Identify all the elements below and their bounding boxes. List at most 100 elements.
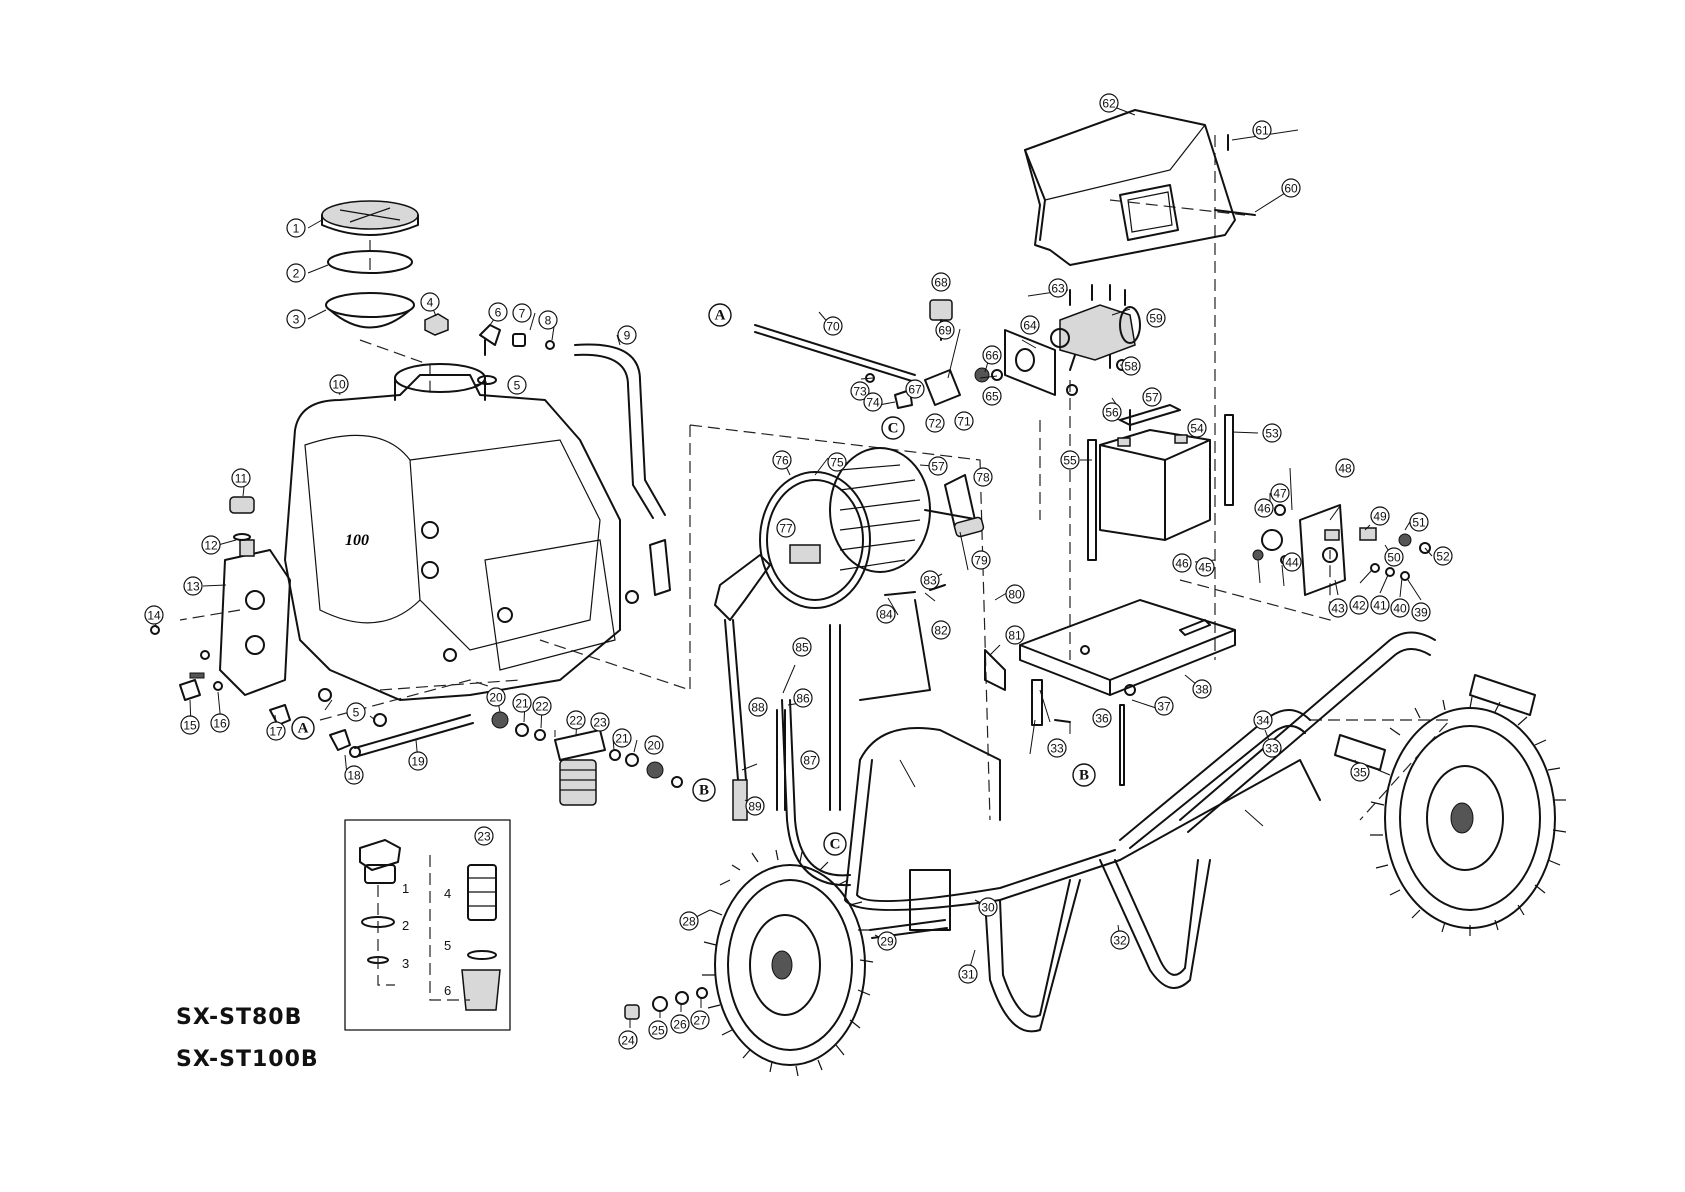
part-callout-22: 22 <box>566 710 586 730</box>
part-callout-21: 21 <box>612 728 632 748</box>
part-callout-78: 78 <box>973 467 993 487</box>
part-callout-label: 86 <box>796 692 810 706</box>
connector-letter-label: A <box>715 308 726 324</box>
connector-letter-c: C <box>823 832 847 856</box>
part-callout-2: 2 <box>286 263 306 283</box>
part-callout-label: 49 <box>1373 510 1387 524</box>
cover-screws <box>1214 134 1256 216</box>
part-callout-label: 44 <box>1285 556 1299 570</box>
part-callout-51: 51 <box>1409 512 1429 532</box>
platform-brackets <box>984 649 1136 786</box>
part-callout-label: 62 <box>1102 97 1116 111</box>
part-callout-label: 18 <box>347 769 361 783</box>
part-callout-label: 30 <box>981 901 995 915</box>
part-callout-89: 89 <box>745 796 765 816</box>
part-callout-54: 54 <box>1187 418 1207 438</box>
part-callout-label: 69 <box>938 324 952 338</box>
connector-letter-a: A <box>291 716 315 740</box>
part-callout-label: 80 <box>1008 588 1022 602</box>
part-callout-label: 45 <box>1198 561 1212 575</box>
part-callout-label: 8 <box>545 314 552 328</box>
part-callout-30: 30 <box>978 897 998 917</box>
part-callout-label: 50 <box>1387 551 1401 565</box>
part-callout-label: 59 <box>1149 312 1163 326</box>
part-callout-11: 11 <box>231 468 251 488</box>
part-callout-label: 67 <box>908 383 922 397</box>
part-callout-45: 45 <box>1195 557 1215 577</box>
part-callout-20: 20 <box>486 687 506 707</box>
part-callout-label: 24 <box>621 1034 635 1048</box>
part-callout-74: 74 <box>863 392 883 412</box>
connector-letter-c: C <box>881 416 905 440</box>
mounting-platform <box>1019 599 1236 696</box>
part-callout-67: 67 <box>905 379 925 399</box>
part-callout-64: 64 <box>1020 315 1040 335</box>
connector-letter-label: C <box>888 421 899 437</box>
part-callout-label: 41 <box>1373 599 1387 613</box>
part-callout-label: 14 <box>147 609 161 623</box>
part-callout-label: 75 <box>830 456 844 470</box>
trolley-frame <box>844 727 1321 1033</box>
left-wheel-hardware <box>624 987 708 1020</box>
part-callout-46: 46 <box>1254 498 1274 518</box>
suction-hose <box>574 343 666 519</box>
part-callout-35: 35 <box>1350 762 1370 782</box>
assembly-dashed-lines <box>179 135 1452 821</box>
inset-label-2: 2 <box>402 918 409 933</box>
part-callout-label: 9 <box>624 329 631 343</box>
part-callout-4: 4 <box>420 292 440 312</box>
part-callout-label: 77 <box>779 522 793 536</box>
part-callout-40: 40 <box>1390 598 1410 618</box>
part-callout-label: 33 <box>1265 742 1279 756</box>
part-callout-58: 58 <box>1121 356 1141 376</box>
part-callout-62: 62 <box>1099 93 1119 113</box>
inset-callout: 23 <box>474 826 494 846</box>
part-callout-label: 10 <box>332 378 346 392</box>
pump-mounting-plate <box>1004 329 1056 396</box>
part-callout-9: 9 <box>617 325 637 345</box>
part-callout-66: 66 <box>982 345 1002 365</box>
filter-detail-inset: 1 2 3 4 5 6 <box>344 819 511 1031</box>
part-callout-33: 33 <box>1262 738 1282 758</box>
main-tank: 100 <box>284 363 621 701</box>
part-callout-48: 48 <box>1335 458 1355 478</box>
battery-rods <box>1087 414 1234 561</box>
part-callout-8: 8 <box>538 310 558 330</box>
part-callout-19: 19 <box>408 751 428 771</box>
part-callout-label: 27 <box>693 1014 707 1028</box>
part-callout-label: 23 <box>593 716 607 730</box>
part-callout-label: 82 <box>934 624 948 638</box>
part-callout-10: 10 <box>329 374 349 394</box>
part-callout-label: 73 <box>853 385 867 399</box>
part-callout-31: 31 <box>958 964 978 984</box>
battery <box>1099 429 1211 541</box>
hose-reel <box>759 447 981 609</box>
part-callout-label: 47 <box>1273 487 1287 501</box>
part-callout-12: 12 <box>201 535 221 555</box>
part-callout-47: 47 <box>1270 483 1290 503</box>
part-callout-55: 55 <box>1060 450 1080 470</box>
inset-label-3: 3 <box>402 956 409 971</box>
reel-crank <box>944 474 985 538</box>
part-callout-label: 74 <box>866 396 880 410</box>
filter-side-fittings <box>491 711 683 788</box>
part-callout-22: 22 <box>532 696 552 716</box>
part-callout-label: 81 <box>1008 629 1022 643</box>
part-callout-label: 1 <box>293 222 300 236</box>
part-callout-label: 16 <box>213 717 227 731</box>
part-callout-84: 84 <box>876 604 896 624</box>
right-wheel <box>1370 696 1567 936</box>
battery-hold-down <box>1119 404 1181 431</box>
part-callout-label: 17 <box>269 725 283 739</box>
part-callout-label: 19 <box>411 755 425 769</box>
reel-stand <box>829 599 931 811</box>
part-callout-label: 21 <box>515 697 529 711</box>
part-callout-18: 18 <box>344 765 364 785</box>
connector-letter-a: A <box>708 303 732 327</box>
part-callout-label: 57 <box>931 460 945 474</box>
part-callout-53: 53 <box>1262 423 1282 443</box>
part-callout-73: 73 <box>850 381 870 401</box>
part-callout-57: 57 <box>1142 387 1162 407</box>
